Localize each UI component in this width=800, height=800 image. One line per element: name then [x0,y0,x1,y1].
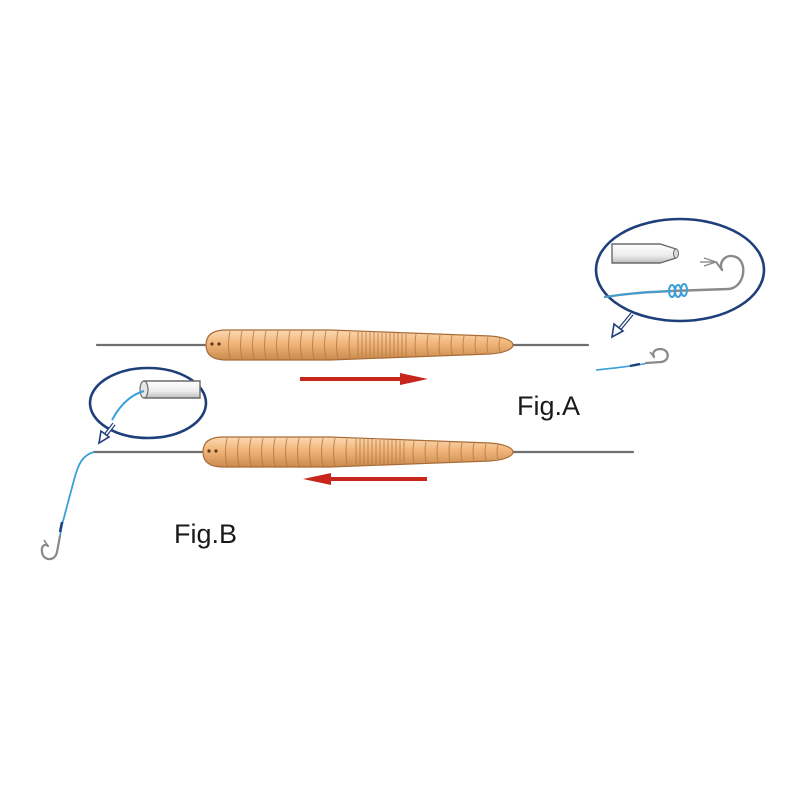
hook-icon [40,451,95,561]
figure-b-label: Fig.B [174,519,237,549]
direction-arrow-icon [300,373,428,385]
magnifier-callout-icon [88,366,208,445]
hook-icon [595,347,669,371]
tube-tip-icon [139,380,201,399]
worm-bait-icon [202,436,514,468]
magnifier-callout-icon [594,217,766,339]
figure-a: Fig.A [95,217,766,421]
figure-b: Fig.B [40,366,635,561]
worm-bait-icon [205,329,514,361]
figure-a-label: Fig.A [517,391,580,421]
direction-arrow-icon [303,473,427,485]
tube-tip-icon [611,243,679,264]
